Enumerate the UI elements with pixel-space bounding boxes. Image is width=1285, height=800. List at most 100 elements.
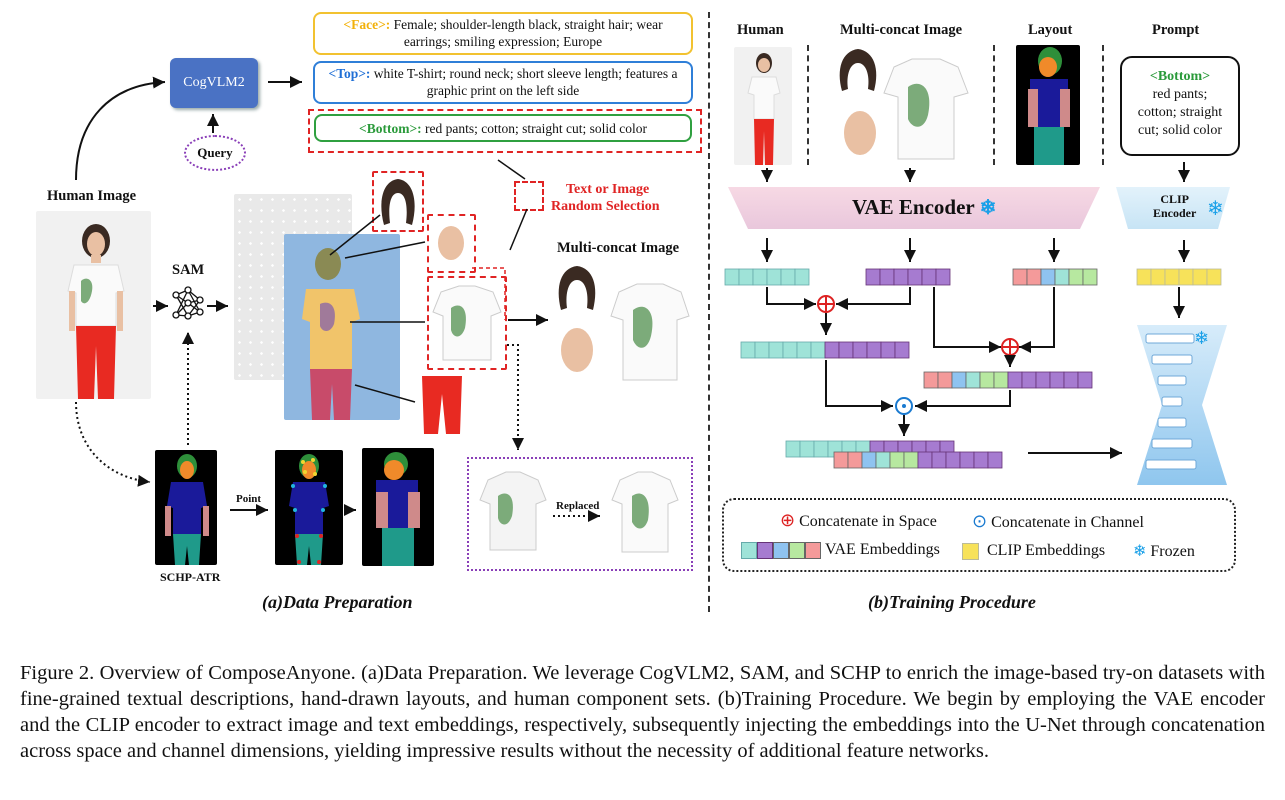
query-ellipse: Query <box>184 135 246 171</box>
encoders-shapes <box>728 187 1230 229</box>
top-tag: <Top>: <box>328 66 371 81</box>
final-layout-image <box>362 448 434 566</box>
snowflake-icon: ❄ <box>1194 328 1210 348</box>
clip-embedding-swatch <box>962 542 979 560</box>
tshirt-shape <box>432 285 502 361</box>
panel-divider <box>708 12 710 612</box>
multiconcat-b-shape <box>839 49 969 160</box>
random-selection-label-1: Text or Image <box>566 182 650 197</box>
multiconcat-photo-b <box>836 47 971 165</box>
replaced-box <box>467 457 693 571</box>
replaced-label: Replaced <box>556 500 600 512</box>
top-description-box: <Top>: white T-shirt; round neck; short … <box>313 61 693 104</box>
cogvlm2-label: CogVLM2 <box>183 75 245 90</box>
col-multiconcat-label: Multi-concat Image <box>840 22 963 38</box>
segmented-person-photo <box>284 234 400 420</box>
concat-channel-label: Concatenate in Channel <box>991 514 1144 531</box>
legend-box <box>722 498 1236 572</box>
legend-vae-embeddings: VAE Embeddings <box>741 541 940 559</box>
human-image-photo <box>36 211 151 399</box>
layout-b-shape <box>1028 47 1070 165</box>
replaced-after-shirt <box>610 466 680 558</box>
pants-shape <box>422 376 462 434</box>
schp-atr-label: SCHP-ATR <box>160 570 221 584</box>
snowflake-icon: ❄ <box>1133 543 1147 560</box>
legend-frozen: ❄ Frozen <box>1133 541 1195 561</box>
multiconcat-embedding <box>865 268 951 286</box>
concat-space-label: Concatenate in Space <box>799 513 937 530</box>
col-layout-label: Layout <box>1028 22 1073 38</box>
hair-component <box>372 171 424 232</box>
random-selection-label-2: Random Selection <box>551 199 660 214</box>
face-component <box>427 214 476 273</box>
schp-layout-image <box>155 450 217 565</box>
concat-channel-icon: ⊙ <box>972 511 988 531</box>
clip-embeddings-label: CLIP Embeddings <box>987 542 1106 559</box>
panel-a-title: (a)Data Preparation <box>262 592 413 612</box>
prompt-line-3: cut; solid color <box>1138 123 1222 138</box>
stacked-embedding <box>785 440 1003 469</box>
col-sep-1 <box>807 45 809 165</box>
query-label: Query <box>197 145 233 160</box>
vae-embeddings-label: VAE Embeddings <box>825 541 940 558</box>
face-text: Female; shoulder-length black, straight … <box>390 17 663 49</box>
replaced-before-shirt <box>478 466 548 556</box>
human-figure-illustration <box>67 224 125 399</box>
prompt-line-2: cotton; straight <box>1137 105 1223 120</box>
shirt-before-shape <box>479 471 547 551</box>
embedding-flow <box>724 162 1227 485</box>
segmented-figure <box>302 248 360 420</box>
point-label: Point <box>236 493 262 505</box>
col-prompt-label: Prompt <box>1152 22 1200 38</box>
face-tag: <Face>: <box>343 17 391 32</box>
point-layout-image <box>275 450 343 565</box>
top-text: white T-shirt; round neck; short sleeve … <box>370 66 678 98</box>
clip-embedding <box>1136 268 1222 286</box>
vae-encoder-label: VAE Encoder ❄ <box>852 195 996 220</box>
cogvlm2-box: CogVLM2 <box>170 58 258 108</box>
concat-embedding-2 <box>923 371 1093 389</box>
legend-concat-channel: ⊙ Concatenate in Channel <box>972 511 1144 532</box>
snowflake-icon: ❄ <box>979 197 997 219</box>
human-photo-b <box>734 47 792 165</box>
face-description-box: <Face>: Female; shoulder-length black, s… <box>313 12 693 55</box>
clip-encoder-label: CLIP Encoder <box>1153 192 1196 220</box>
sam-label: SAM <box>172 262 205 278</box>
multiconcat-image-a <box>553 262 693 386</box>
bottom-description-box: <Bottom>: red pants; cotton; straight cu… <box>314 114 692 142</box>
panel-b-title: (b)Training Procedure <box>868 592 1036 612</box>
caption-text: Overview of ComposeAnyone. (a)Data Prepa… <box>20 662 1265 762</box>
clip-encoder-l1: CLIP <box>1160 192 1189 206</box>
hair-shape <box>381 179 415 225</box>
layout-embedding <box>1012 268 1098 286</box>
pants-component <box>418 376 466 434</box>
panel-a-connectors <box>75 76 600 522</box>
bottom-box-red-dashed <box>308 109 702 153</box>
bottom-tag: <Bottom>: <box>359 121 422 136</box>
point-layout-shape <box>289 454 329 565</box>
bottom-text: red pants; cotton; straight cut; solid c… <box>421 121 647 136</box>
prompt-box: <Bottom> red pants; cotton; straight cut… <box>1120 56 1240 156</box>
col-sep-2 <box>993 45 995 165</box>
human-embedding <box>724 268 810 286</box>
random-selection-icon <box>514 181 544 211</box>
clip-encoder-l2: Encoder <box>1153 206 1197 220</box>
concat-space-icon: ⊕ <box>780 510 796 530</box>
multiconcat-label-a: Multi-concat Image <box>557 240 680 256</box>
human-image-label: Human Image <box>47 188 137 204</box>
legend-clip-embeddings: CLIP Embeddings <box>962 542 1105 560</box>
col-sep-3 <box>1102 45 1104 165</box>
frozen-label: Frozen <box>1150 543 1195 560</box>
caption-label: Figure 2. <box>20 662 95 684</box>
snowflake-icon: ❄ <box>1207 198 1224 220</box>
col-human-label: Human <box>737 22 784 38</box>
human-b-shape <box>747 53 781 165</box>
prompt-tag: <Bottom> <box>1149 69 1211 84</box>
final-layout-shape <box>376 452 420 566</box>
tshirt-component <box>427 276 507 370</box>
multiconcat-shape-a <box>558 266 690 381</box>
shirt-after-shape <box>611 471 679 553</box>
schp-layout-shape <box>165 454 209 565</box>
vae-embedding-swatch <box>741 541 821 559</box>
prompt-line-1: red pants; <box>1152 87 1208 102</box>
